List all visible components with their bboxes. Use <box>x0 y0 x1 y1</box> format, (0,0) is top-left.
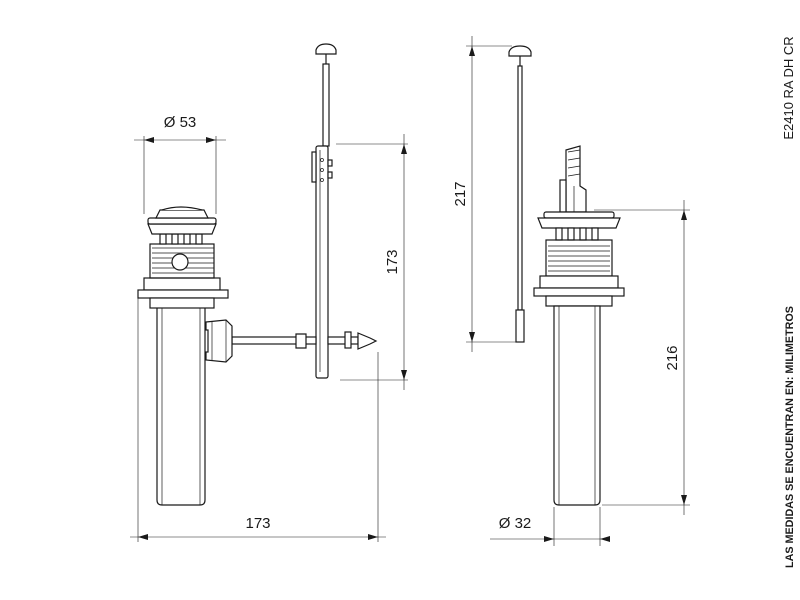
right-tailpiece <box>553 305 601 506</box>
product-code: E2410 RA DH CR <box>781 36 796 139</box>
dim-right-rod-label: 217 <box>452 181 469 206</box>
right-body <box>533 227 625 307</box>
dim-left-height: 173 <box>336 134 408 390</box>
units-note: LAS MEDIDAS SE ENCUENTRAN EN: MILIMETROS <box>784 306 796 568</box>
left-drain-assembly <box>137 43 378 506</box>
left-body <box>137 223 229 309</box>
dim-right-diameter: Ø 32 <box>490 507 610 546</box>
dim-right-height-label: 216 <box>664 345 681 370</box>
dim-left-diameter: Ø 53 <box>134 114 226 214</box>
left-flange-cap <box>147 206 217 225</box>
left-lever-strap <box>311 145 333 379</box>
dim-right-height: 216 <box>594 200 690 515</box>
right-threads <box>548 245 610 272</box>
left-overflow-hole <box>171 253 189 271</box>
right-stopper-clip <box>559 145 587 213</box>
dim-left-width: 173 <box>130 298 386 542</box>
right-lift-rod <box>508 45 532 343</box>
left-pivot-rod <box>231 331 378 350</box>
right-slots <box>555 227 599 241</box>
left-pivot-nut <box>201 319 233 363</box>
dim-right-diameter-label: Ø 32 <box>499 515 532 532</box>
left-lift-rod <box>315 43 337 147</box>
dim-left-width-label: 173 <box>245 515 270 532</box>
dim-left-diameter-label: Ø 53 <box>164 114 197 131</box>
right-flange-cap <box>537 211 621 229</box>
left-tailpiece <box>156 299 206 506</box>
left-slots <box>159 233 203 245</box>
right-drain-assembly <box>508 45 625 506</box>
dim-left-height-label: 173 <box>384 249 401 274</box>
dim-right-rod: 217 <box>452 36 516 352</box>
